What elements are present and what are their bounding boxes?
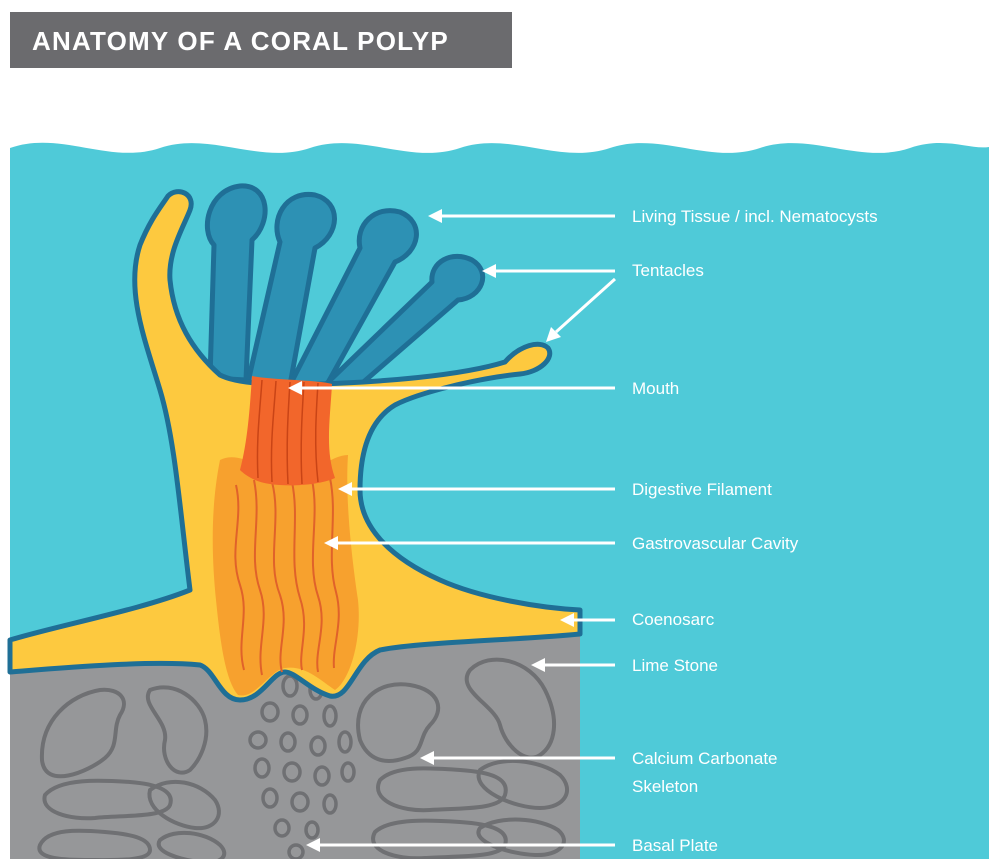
label-living-tissue: Living Tissue / incl. Nematocysts — [632, 205, 878, 229]
gastrovascular-cavity — [213, 455, 359, 696]
label-gastrovascular-cavity: Gastrovascular Cavity — [632, 532, 798, 556]
page-title: ANATOMY OF A CORAL POLYP — [32, 26, 449, 57]
label-basal-plate: Basal Plate — [632, 834, 718, 858]
label-calcium-carbonate-line2: Skeleton — [632, 775, 698, 799]
title-banner: ANATOMY OF A CORAL POLYP — [10, 12, 512, 68]
label-lime-stone: Lime Stone — [632, 654, 718, 678]
label-calcium-carbonate-line1: Calcium Carbonate — [632, 747, 778, 771]
label-coenosarc: Coenosarc — [632, 608, 714, 632]
label-mouth: Mouth — [632, 377, 679, 401]
label-tentacles: Tentacles — [632, 259, 704, 283]
label-digestive-filament: Digestive Filament — [632, 478, 772, 502]
